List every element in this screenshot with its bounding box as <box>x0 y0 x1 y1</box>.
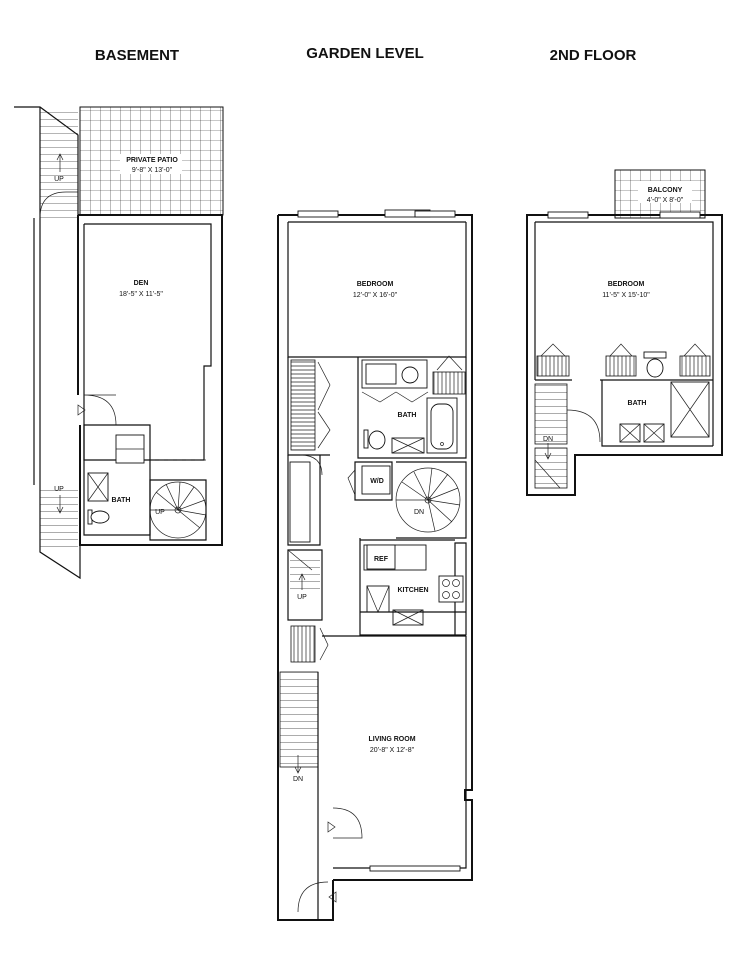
garden-living-room-dimensions: 20'-8" X 12'-8" <box>370 747 415 754</box>
dishwasher <box>366 585 390 613</box>
basement-exterior-stair-up-label: UP <box>54 176 64 183</box>
second-closet-hangers-3 <box>679 355 711 377</box>
basement-spiral-stair: UP <box>149 481 207 539</box>
second-bath-label: BATH <box>628 400 647 407</box>
private-patio-dimensions: 9'-8" X 13'-0" <box>132 167 173 174</box>
garden-bedroom-dimensions: 12'-0" X 16'-0" <box>353 292 398 299</box>
garden-wd-label: W/D <box>370 478 384 485</box>
garden-stair-dn-label: DN <box>293 776 303 783</box>
garden-closet-hangers-2 <box>432 371 466 395</box>
basement-lower-stair-up-label: UP <box>54 486 64 493</box>
garden-bath-label: BATH <box>398 412 417 419</box>
basement-title: BASEMENT <box>95 47 179 64</box>
cooktop <box>438 575 464 603</box>
garden-level-title: GARDEN LEVEL <box>306 45 424 62</box>
garden-spiral-stair: DN <box>395 467 461 533</box>
den-dimensions: 18'-5" X 11'-5" <box>119 291 163 298</box>
garden-stair-up-label: UP <box>297 594 307 601</box>
basement-spiral-up-label: UP <box>155 509 165 516</box>
second-floor-plan: BALCONY 4'-0" X 8'-0" BEDROOM 11'-5" X 1… <box>526 169 723 496</box>
second-bedroom-dimensions: 11'-5" X 15'-10" <box>602 292 650 299</box>
garden-bedroom-label: BEDROOM <box>357 281 394 288</box>
second-floor-title: 2ND FLOOR <box>550 47 637 64</box>
basement-plan: PRIVATE PATIO 9'-8" X 13'-0" UP DEN 18'-… <box>14 106 224 580</box>
ref-box <box>366 544 396 570</box>
second-closet-hangers-1 <box>536 355 570 377</box>
garden-kitchen-label: KITCHEN <box>397 587 428 594</box>
balcony-dimensions: 4'-0" X 8'-0" <box>647 197 684 204</box>
garden-spiral-dn-label: DN <box>414 509 424 516</box>
second-closet-hangers-2 <box>605 355 637 377</box>
private-patio-label: PRIVATE PATIO <box>126 157 178 164</box>
second-stair-dn-label: DN <box>543 436 553 443</box>
garden-living-room-label: LIVING ROOM <box>368 736 415 743</box>
basement-bath-label: BATH <box>112 497 131 504</box>
garden-closet-hangers-1 <box>290 359 316 451</box>
garden-ref-label: REF <box>374 556 389 563</box>
garden-closet-hangers-3 <box>290 625 316 663</box>
den-label: DEN <box>134 280 149 287</box>
garden-level-plan: BEDROOM 12'-0" X 16'-0" BATH W/D <box>277 209 473 921</box>
second-bedroom-label: BEDROOM <box>608 281 645 288</box>
balcony-label: BALCONY <box>648 187 683 194</box>
